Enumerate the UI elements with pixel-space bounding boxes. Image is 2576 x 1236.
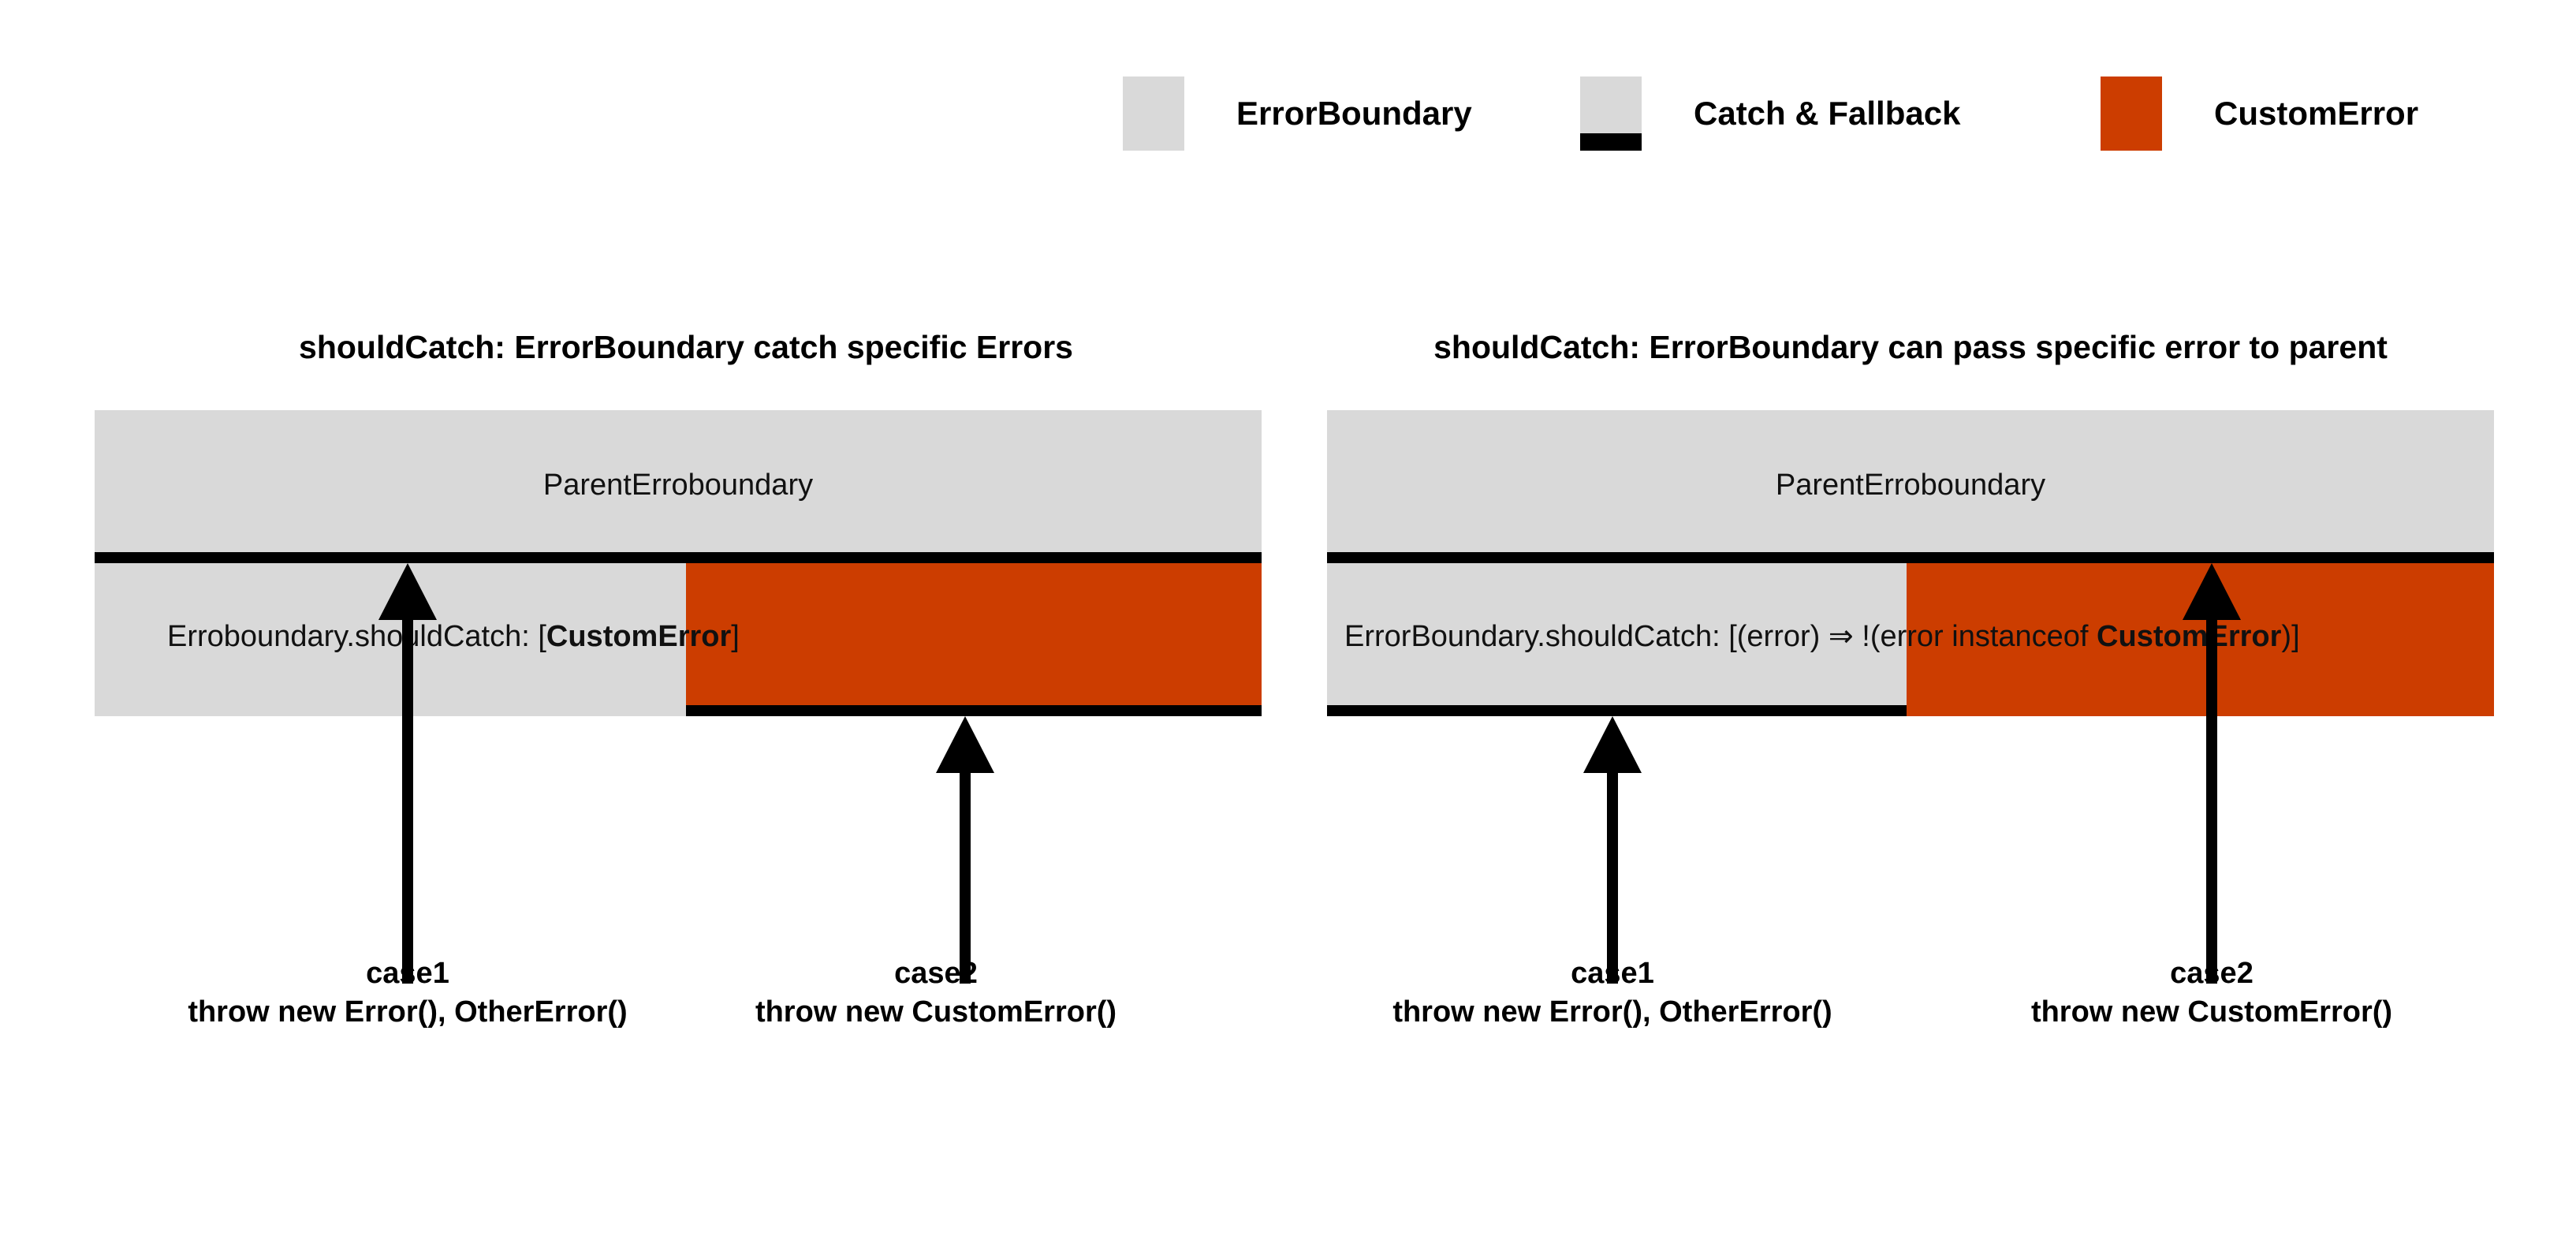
catch-bar-parent-left	[95, 552, 1262, 563]
legend-label-customerror: CustomError	[2214, 95, 2419, 132]
case-caption-case2-right: case2 throw new CustomError()	[2015, 954, 2409, 1031]
arrow-case2-right	[2183, 563, 2241, 984]
legend-label-errorboundary: ErrorBoundary	[1236, 95, 1472, 132]
child-label-bold-right: CustomError	[2097, 620, 2282, 653]
case1-code-left: throw new Error(), OtherError()	[188, 995, 628, 1029]
child-label-suffix-right: )]	[2281, 620, 2300, 653]
case-caption-case1-right: case1 throw new Error(), OtherError()	[1344, 954, 1881, 1031]
case2-code-left: throw new CustomError()	[755, 995, 1117, 1029]
child-customerror-orange-left	[686, 563, 1262, 716]
panel-title-left: shouldCatch: ErrorBoundary catch specifi…	[299, 329, 1073, 365]
legend-item-errorboundary: ErrorBoundary	[1123, 74, 1580, 153]
legend-swatch-catch-fallback	[1580, 77, 1642, 151]
child-label-prefix-right: ErrorBoundary.shouldCatch: [(error) ⇒ !(…	[1344, 620, 2097, 653]
panel-pass-error-to-parent: shouldCatch: ErrorBoundary can pass spec…	[1327, 329, 2494, 1029]
legend: ErrorBoundary Catch & Fallback CustomErr…	[1123, 74, 2479, 153]
child-label-bold-left: CustomError	[546, 620, 732, 653]
parent-errorboundary-box-left: ParentErroboundary	[95, 410, 1262, 552]
legend-swatch-errorboundary	[1123, 77, 1184, 151]
child-shouldcatch-label-right: ErrorBoundary.shouldCatch: [(error) ⇒ !(…	[1344, 622, 2300, 652]
child-label-prefix-left: Erroboundary.shouldCatch: [	[167, 620, 546, 653]
arrow-case2-shaft-left	[960, 764, 971, 984]
case2-code-right: throw new CustomError()	[2030, 995, 2393, 1029]
parent-errorboundary-box-right: ParentErroboundary	[1327, 410, 2494, 552]
diagram-stack-right: ParentErroboundary ErrorBoundary.shouldC…	[1327, 410, 2494, 984]
legend-swatch-catch-bar	[1580, 133, 1642, 151]
parent-errorboundary-label-left: ParentErroboundary	[542, 469, 814, 502]
panel-title-right: shouldCatch: ErrorBoundary can pass spec…	[1433, 329, 2388, 365]
arrow-case1-shaft-left	[402, 611, 413, 984]
legend-swatch-customerror	[2101, 77, 2162, 151]
arrow-case1-shaft-right	[1607, 764, 1618, 984]
parent-errorboundary-label-right: ParentErroboundary	[1775, 469, 2046, 502]
arrow-case1-right	[1583, 716, 1642, 984]
child-label-suffix-left: ]	[731, 620, 740, 653]
catch-bar-child-orange-left	[686, 705, 1262, 716]
panel-catch-specific-errors: shouldCatch: ErrorBoundary catch specifi…	[95, 329, 1262, 1029]
legend-item-customerror: CustomError	[2101, 74, 2479, 153]
legend-label-catch-fallback: Catch & Fallback	[1694, 95, 1961, 132]
legend-item-catch-fallback: Catch & Fallback	[1580, 74, 2101, 153]
arrow-case1-left	[378, 563, 437, 984]
arrow-case2-shaft-right	[2206, 611, 2217, 984]
child-row-right	[1327, 563, 2494, 716]
catch-bar-parent-right	[1327, 552, 2494, 563]
child-errorboundary-grey-right	[1327, 563, 1907, 716]
diagram-stack-left: ParentErroboundary Erroboundary.shouldCa…	[95, 410, 1262, 984]
case1-code-right: throw new Error(), OtherError()	[1392, 995, 1832, 1029]
arrow-case2-left	[936, 716, 994, 984]
child-shouldcatch-label-left: Erroboundary.shouldCatch: [CustomError]	[167, 622, 740, 652]
catch-bar-child-grey-right	[1327, 705, 1907, 716]
